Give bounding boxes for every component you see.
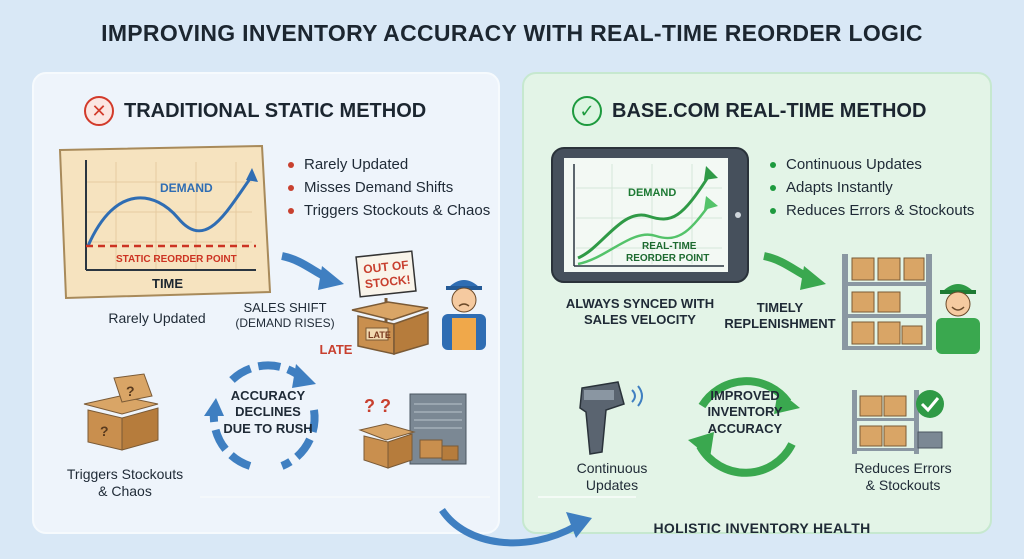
chart-caption: Rarely Updated [108, 310, 206, 326]
check-icon: ✓ [572, 96, 602, 126]
late-label: LATE [319, 342, 353, 357]
empty-shelf-icon: ? ? [358, 393, 467, 469]
divider [538, 496, 636, 498]
list-item: Reduces Errors & Stockouts [770, 202, 974, 219]
cycle-label: ACCURACY DECLINES DUE TO RUSH [223, 388, 313, 436]
cycle-arrows-icon [688, 377, 800, 477]
sales-shift-label: SALES SHIFT (DEMAND RISES) [235, 300, 335, 330]
list-item: Adapts Instantly [770, 179, 974, 196]
traditional-heading: ✕ TRADITIONAL STATIC METHOD [84, 96, 426, 126]
box-late-label: LATE [368, 330, 391, 340]
static-chart: DEMAND STATIC REORDER POINT TIME [58, 144, 272, 300]
sync-label: ALWAYS SYNCED WITH SALES VELOCITY [565, 296, 715, 327]
footer-label: HOLISTIC INVENTORY HEALTH [653, 520, 871, 536]
list-item: Triggers Stockouts & Chaos [288, 202, 490, 219]
realtime-heading-text: BASE.COM REAL-TIME METHOD [612, 99, 927, 122]
list-item: Misses Demand Shifts [288, 179, 490, 196]
cycle-arrows-icon [204, 361, 319, 470]
sign-text-2: STOCK! [364, 273, 411, 292]
connector-arrow-icon [439, 507, 592, 547]
svg-text:?: ? [126, 383, 135, 399]
realtime-heading: ✓ BASE.COM REAL-TIME METHOD [572, 96, 926, 126]
stocked-shelf-icon [842, 254, 932, 350]
realtime-bullets: Continuous Updates Adapts Instantly Redu… [770, 156, 974, 225]
time-axis-label: TIME [152, 276, 183, 291]
question-marks: ? ? [364, 396, 391, 416]
realtime-reorder-label-1: REAL-TIME [642, 241, 697, 252]
sign-text-1: OUT OF [363, 258, 410, 277]
barcode-scanner-icon [579, 381, 643, 455]
traditional-bullets: Rarely Updated Misses Demand Shifts Trig… [288, 156, 490, 225]
happy-worker-icon [936, 284, 980, 354]
worried-worker-icon [442, 280, 486, 350]
traditional-heading-text: TRADITIONAL STATIC METHOD [124, 99, 427, 122]
reduce-caption: Reduces Errors & Stockouts [854, 460, 952, 493]
list-item: Continuous Updates [770, 156, 974, 173]
bottom-caption: Triggers Stockouts & Chaos [66, 466, 184, 499]
arrow-right-icon [281, 252, 344, 290]
demand-label: DEMAND [160, 181, 213, 195]
realtime-reorder-label-2: REORDER POINT [626, 253, 709, 264]
damaged-boxes-icon: ? ? [83, 373, 159, 451]
cycle-label: IMPROVED INVENTORY ACCURACY [707, 388, 783, 436]
timely-label: TIMELY REPLENISHMENT [724, 300, 836, 331]
page-title: IMPROVING INVENTORY ACCURACY WITH REAL-T… [101, 20, 923, 46]
arrow-right-icon [763, 252, 826, 290]
tablet-chart: DEMAND REAL-TIME REORDER POINT [551, 147, 749, 283]
scanner-caption: Continuous Updates [576, 460, 648, 493]
x-icon: ✕ [84, 96, 114, 126]
traditional-method-panel: ✕ TRADITIONAL STATIC METHOD Rarely Updat… [32, 72, 500, 534]
verified-shelf-icon [852, 390, 944, 454]
static-reorder-label: STATIC REORDER POINT [116, 254, 237, 265]
list-item: Rarely Updated [288, 156, 490, 173]
empty-box-icon: OUT OF STOCK! LATE [351, 250, 429, 356]
demand-label: DEMAND [628, 187, 676, 199]
divider [200, 496, 490, 498]
svg-text:?: ? [100, 423, 109, 439]
realtime-method-panel: ✓ BASE.COM REAL-TIME METHOD Continuous U… [522, 72, 992, 536]
